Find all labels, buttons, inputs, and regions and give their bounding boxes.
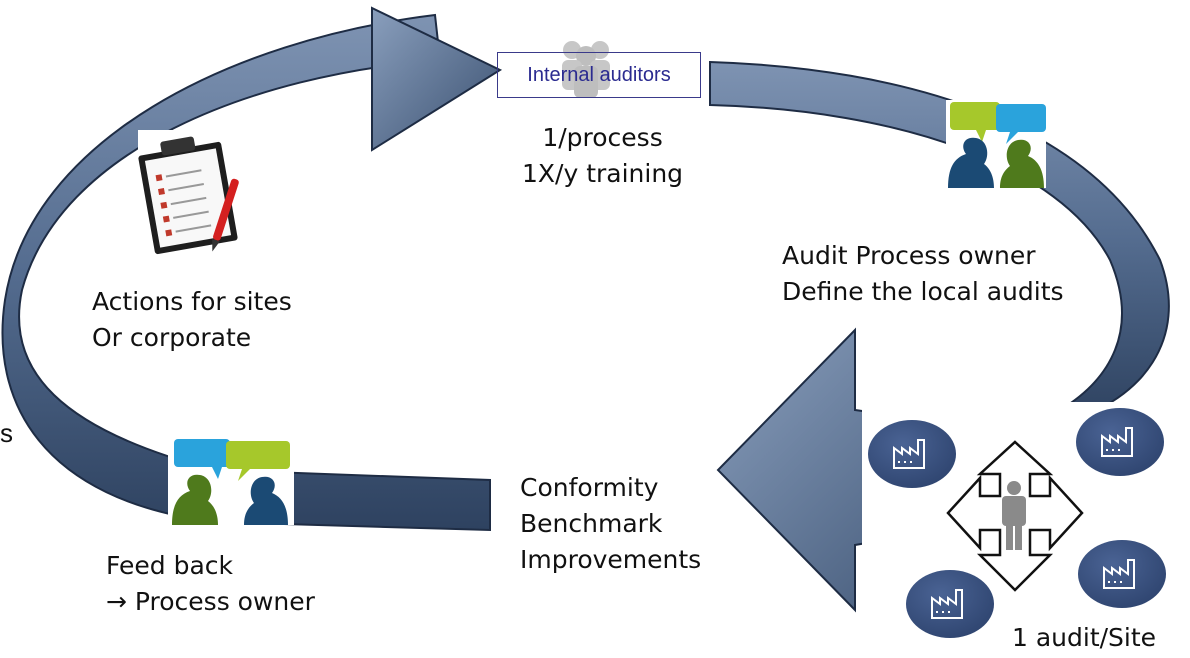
actions-line-2: Or corporate bbox=[92, 323, 252, 352]
factory-icon bbox=[906, 570, 994, 638]
audit-owner-line-1: Audit Process owner bbox=[782, 241, 1036, 270]
clipboard-checklist-icon bbox=[138, 130, 262, 258]
feedback-line-1: Feed back bbox=[106, 551, 234, 580]
feedback-label: Feed back → Process owner bbox=[106, 548, 315, 620]
results-line-1: Conformity bbox=[520, 473, 659, 502]
results-line-2: Benchmark bbox=[520, 509, 663, 538]
discussion-icon bbox=[946, 100, 1046, 188]
top-arrow-head bbox=[371, 6, 503, 152]
feedback-line-2: → Process owner bbox=[106, 587, 315, 616]
audit-owner-line-2: Define the local audits bbox=[782, 277, 1064, 306]
pen-icon bbox=[212, 178, 239, 252]
audit-owner-label: Audit Process owner Define the local aud… bbox=[782, 238, 1064, 310]
discussion-icon bbox=[168, 437, 294, 525]
results-label: Conformity Benchmark Improvements bbox=[520, 470, 701, 578]
process-line-1: 1/process bbox=[542, 123, 663, 152]
actions-label: Actions for sites Or corporate bbox=[92, 284, 292, 356]
factory-icon bbox=[1078, 540, 1166, 608]
actions-line-1: Actions for sites bbox=[92, 287, 292, 316]
internal-auditors-label: Internal auditors bbox=[497, 52, 701, 98]
factory-icon bbox=[1076, 408, 1164, 476]
people-group-icon bbox=[562, 41, 610, 98]
factory-icon bbox=[868, 420, 956, 488]
process-label: 1/process 1X/y training bbox=[522, 120, 683, 192]
site-audit-label: 1 audit/Site bbox=[1012, 623, 1157, 652]
process-line-2: 1X/y training bbox=[522, 159, 684, 188]
results-line-3: Improvements bbox=[520, 545, 702, 574]
person-icon bbox=[1002, 481, 1026, 550]
left-cut-text: s bbox=[0, 418, 13, 448]
